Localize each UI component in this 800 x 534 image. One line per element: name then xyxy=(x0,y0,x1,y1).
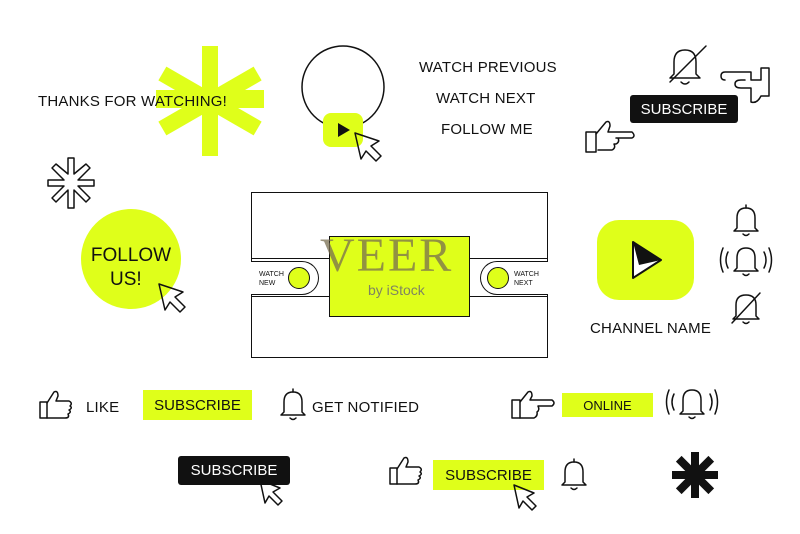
subscribe-button-black[interactable]: SUBSCRIBE xyxy=(178,456,290,485)
subscribe-button-top[interactable]: SUBSCRIBE xyxy=(630,95,738,123)
pointing-hand-icon xyxy=(511,390,555,419)
follow-us-badge[interactable] xyxy=(81,209,181,309)
watch-next-dot[interactable] xyxy=(487,267,509,289)
bell-off-icon xyxy=(669,45,707,85)
pointing-hand-icon xyxy=(585,120,635,153)
bell-icon xyxy=(733,204,759,237)
subscribe-button-lime-bottom[interactable]: SUBSCRIBE xyxy=(433,460,544,490)
cursor-arrow-icon xyxy=(354,132,382,162)
follow-us-line2: US! xyxy=(110,269,142,290)
get-notified-text[interactable]: GET NOTIFIED xyxy=(312,399,420,416)
large-play-button[interactable] xyxy=(597,220,694,300)
watch-new-line1: WATCH xyxy=(259,271,284,278)
bell-off-icon xyxy=(731,292,761,325)
watch-next-line1: WATCH xyxy=(514,271,539,278)
watch-next-label: WATCH NEXT xyxy=(514,270,539,288)
bell-ringing-icon xyxy=(665,389,719,420)
watch-new-line2: NEW xyxy=(259,280,276,287)
thumbs-down-icon xyxy=(720,67,770,104)
thumbs-up-icon xyxy=(389,456,423,485)
thumbs-up-icon xyxy=(39,390,73,419)
cursor-arrow-icon xyxy=(158,283,186,313)
asterisk-icon xyxy=(672,452,718,498)
thanks-text: THANKS FOR WATCHING! xyxy=(38,93,227,110)
watch-new-label: WATCH NEW xyxy=(259,270,284,288)
subscribe-button-lime[interactable]: SUBSCRIBE xyxy=(143,390,252,420)
cursor-arrow-icon xyxy=(259,479,283,506)
asterisk-icon xyxy=(156,46,264,156)
watch-next-line2: NEXT xyxy=(514,280,533,287)
bell-ringing-icon xyxy=(719,247,773,277)
channel-name: CHANNEL NAME xyxy=(590,320,712,337)
video-screen[interactable] xyxy=(329,236,470,317)
bell-icon xyxy=(280,388,306,421)
follow-us-line1: FOLLOW xyxy=(90,245,172,266)
watch-previous-link[interactable]: WATCH PREVIOUS xyxy=(419,59,557,76)
asterisk-outline-icon xyxy=(47,157,95,209)
watch-next-link[interactable]: WATCH NEXT xyxy=(436,90,536,107)
play-icon xyxy=(632,241,662,279)
online-badge: ONLINE xyxy=(562,393,653,417)
cursor-arrow-icon xyxy=(513,484,537,511)
watermark-brand: VEER xyxy=(320,229,454,282)
bell-icon xyxy=(561,458,587,491)
watch-new-dot[interactable] xyxy=(288,267,310,289)
play-icon xyxy=(338,123,350,137)
follow-me-link[interactable]: FOLLOW ME xyxy=(441,121,533,138)
like-text[interactable]: LIKE xyxy=(86,399,120,416)
watermark-sub: by iStock xyxy=(368,282,425,298)
follow-us-text: FOLLOW xyxy=(81,244,181,268)
